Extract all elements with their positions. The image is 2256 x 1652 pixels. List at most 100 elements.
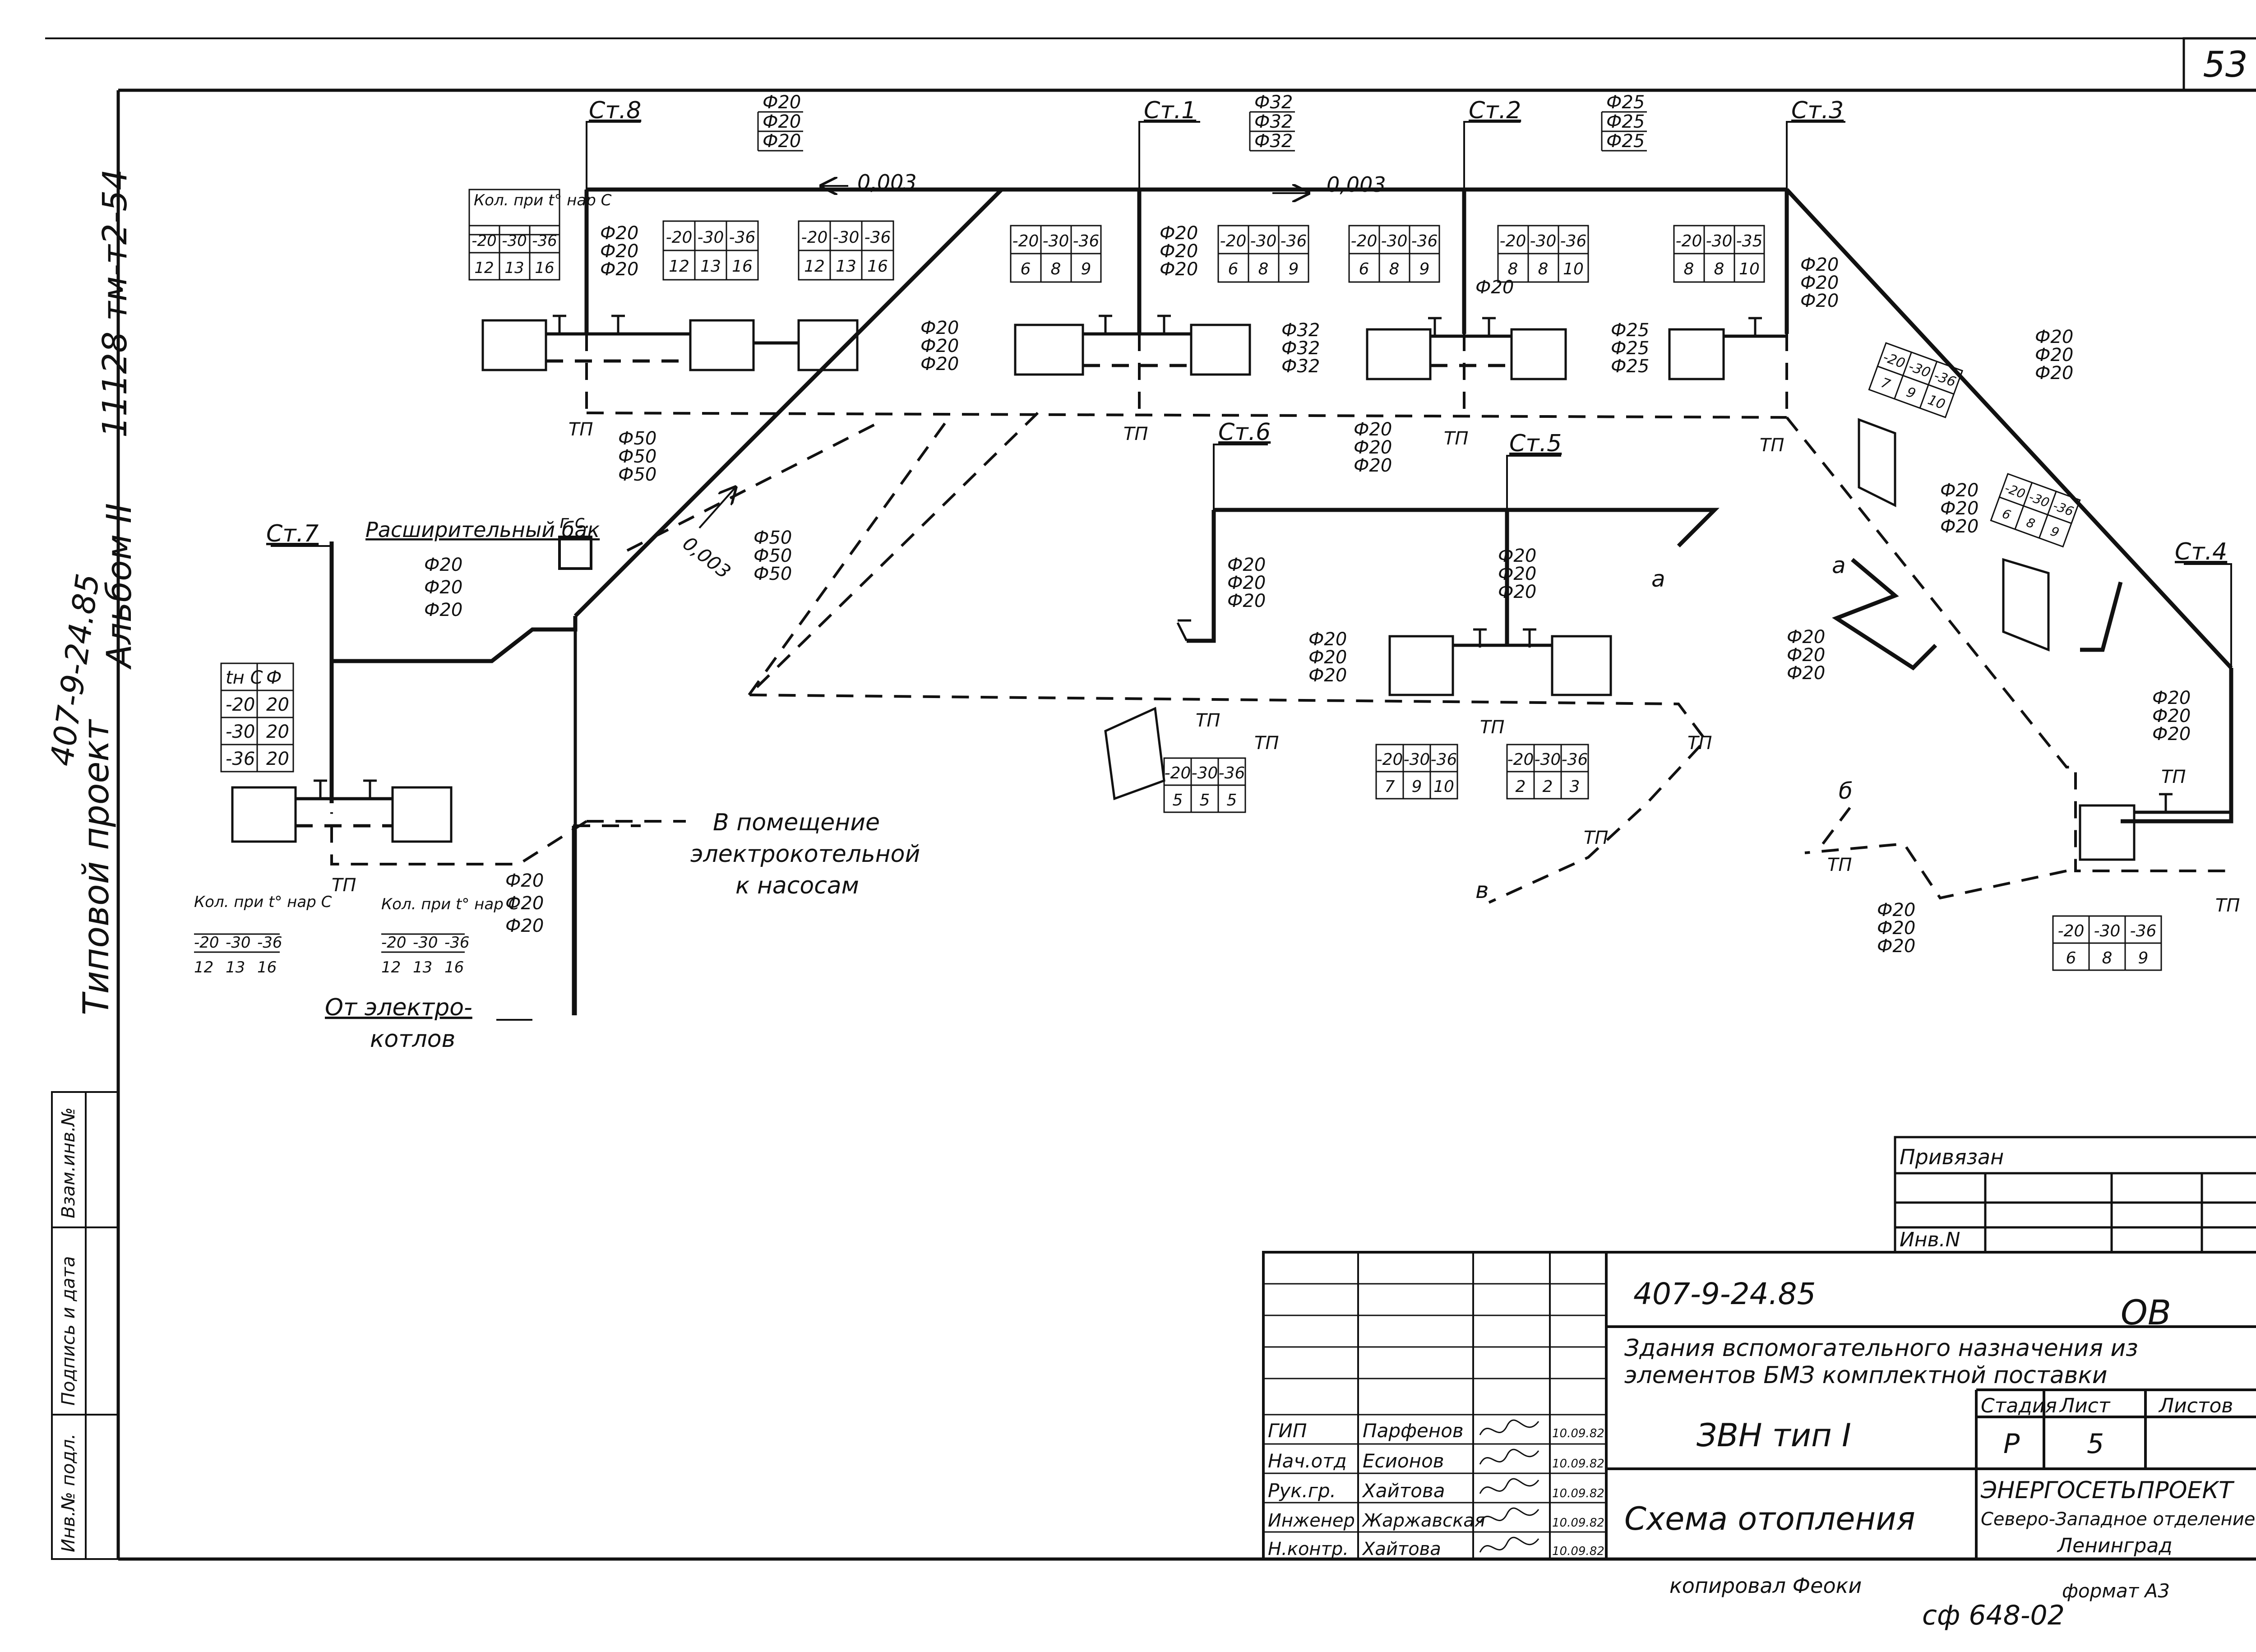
- pipe-size-d20: Ф20 Ф20 Ф20: [600, 223, 638, 280]
- svg-text:5: 5: [1200, 791, 1210, 810]
- svg-text:-36: -36: [1281, 232, 1307, 250]
- svg-text:20: 20: [266, 749, 289, 769]
- list-value: 5: [2087, 1428, 2104, 1460]
- svg-text:10.09.82: 10.09.82: [1552, 1457, 1604, 1471]
- pipe-size-d20: Ф20 Ф20 Ф20: [1940, 480, 1979, 537]
- svg-text:12: 12: [381, 958, 401, 976]
- project-type: Типовой проект: [76, 718, 117, 1015]
- svg-text:Ф32: Ф32: [1254, 131, 1293, 152]
- svg-text:10: 10: [1926, 392, 1947, 413]
- riser-label-st7: Ст.7: [266, 520, 319, 547]
- radiator: [797, 319, 859, 371]
- svg-text:8: 8: [2102, 949, 2113, 967]
- svg-text:12: 12: [194, 958, 213, 976]
- side-stamp: [51, 1091, 119, 1560]
- svg-text:-36: -36: [1219, 764, 1245, 782]
- riser-tag-lines: [271, 121, 2232, 1021]
- svg-text:ТП: ТП: [2215, 895, 2240, 916]
- pipe-size-d25: Ф25 Ф25 Ф25: [1611, 320, 1649, 377]
- slope-label: 0,003: [679, 532, 735, 583]
- svg-text:Ф20: Ф20: [1498, 564, 1536, 584]
- pipe-size-labels: Ф20 Ф20 Ф20 Ф32 Ф32 Ф32 Ф25 Ф25 Ф25 Ф20 …: [424, 92, 2191, 957]
- svg-text:9: 9: [1419, 260, 1430, 278]
- building-line-1: Здания вспомогательного назначения из: [1624, 1335, 2138, 1362]
- svg-text:Ф20: Ф20: [1308, 629, 1347, 650]
- svg-text:8: 8: [1508, 260, 1518, 278]
- svg-text:-20: -20: [194, 934, 219, 952]
- album-label: Альбом II: [99, 503, 139, 670]
- expansion-tank-label: Расширительный бак: [365, 518, 600, 542]
- svg-text:Ф32: Ф32: [1254, 111, 1293, 132]
- svg-text:13: 13: [413, 958, 432, 976]
- svg-text:9: 9: [1412, 777, 1422, 796]
- slope-arrow-3: [698, 487, 735, 529]
- mark-a: а: [1832, 552, 1846, 578]
- svg-text:Ф20: Ф20: [2035, 345, 2073, 366]
- pipe-size-d20: Ф20 Ф20 Ф20: [505, 870, 544, 936]
- svg-text:Ф20: Ф20: [505, 916, 544, 936]
- svg-text:16: 16: [257, 958, 277, 976]
- svg-text:-20: -20: [1377, 750, 1403, 769]
- valves: [314, 315, 2173, 812]
- svg-text:ТП: ТП: [332, 875, 356, 896]
- svg-text:ТП: ТП: [1254, 733, 1279, 754]
- svg-text:Парфенов: Парфенов: [1363, 1420, 1464, 1442]
- listov-header: Листов: [2158, 1394, 2233, 1417]
- svg-text:Ф20: Ф20: [1787, 627, 1825, 648]
- svg-text:-20: -20: [1012, 232, 1039, 250]
- slope-label: 0,003: [1327, 172, 1386, 197]
- svg-text:Ф20: Ф20: [424, 600, 462, 620]
- svg-text:Ф20: Ф20: [920, 354, 959, 375]
- svg-text:10.09.82: 10.09.82: [1552, 1427, 1604, 1440]
- svg-text:-30: -30: [1535, 750, 1561, 769]
- svg-text:Ф20: Ф20: [2035, 363, 2073, 384]
- svg-text:Ф50: Ф50: [754, 546, 792, 566]
- riser-label-st2: Ст.2: [1469, 97, 1521, 124]
- svg-text:16: 16: [732, 257, 753, 276]
- svg-text:12: 12: [474, 259, 494, 277]
- svg-text:-20: -20: [1676, 232, 1702, 250]
- inv-n-label: Инв.N: [1900, 1228, 1960, 1251]
- pipe-size-d20: Ф20 Ф20 Ф20: [1787, 627, 1825, 684]
- archive-code: сф 648-02: [1922, 1600, 2065, 1631]
- svg-text:13: 13: [700, 257, 721, 276]
- svg-text:10.09.82: 10.09.82: [1552, 1516, 1604, 1530]
- svg-text:12: 12: [804, 257, 825, 276]
- svg-text:Ф20: Ф20: [1308, 647, 1347, 668]
- svg-text:к насосам: к насосам: [735, 872, 859, 899]
- svg-text:ТП: ТП: [569, 419, 593, 440]
- riser-label-st1: Ст.1: [1144, 97, 1196, 124]
- svg-text:От электро-: От электро-: [325, 994, 472, 1021]
- svg-text:ТП: ТП: [1760, 435, 1784, 456]
- svg-text:-20: -20: [1500, 232, 1526, 250]
- svg-text:-36: -36: [864, 228, 891, 247]
- svg-text:Ф20: Ф20: [2152, 706, 2191, 727]
- svg-text:Ф20: Ф20: [1940, 498, 1979, 519]
- svg-text:9: 9: [1904, 384, 1918, 402]
- svg-text:6: 6: [1228, 260, 1239, 278]
- slope-label: 0,003: [857, 170, 917, 194]
- svg-text:котлов: котлов: [370, 1026, 455, 1053]
- svg-text:Ф50: Ф50: [618, 446, 656, 467]
- svg-text:8: 8: [2025, 515, 2037, 532]
- svg-text:5: 5: [1227, 791, 1237, 810]
- svg-text:-36: -36: [1073, 232, 1100, 250]
- svg-text:-36: -36: [1560, 232, 1587, 250]
- doc-code: 407-9-24.85: [1633, 1277, 1816, 1311]
- svg-text:Ф20: Ф20: [920, 318, 959, 338]
- svg-text:Ф20: Ф20: [1227, 573, 1266, 593]
- riser-label-st8: Ст.8: [589, 97, 641, 124]
- svg-text:-30: -30: [226, 722, 255, 742]
- svg-text:13: 13: [504, 259, 524, 277]
- svg-text:9: 9: [2048, 523, 2061, 540]
- svg-text:8: 8: [1538, 260, 1549, 278]
- svg-text:Ф: Ф: [266, 667, 282, 688]
- svg-text:Нач.отд: Нач.отд: [1268, 1450, 1347, 1472]
- svg-text:-30: -30: [1706, 232, 1733, 250]
